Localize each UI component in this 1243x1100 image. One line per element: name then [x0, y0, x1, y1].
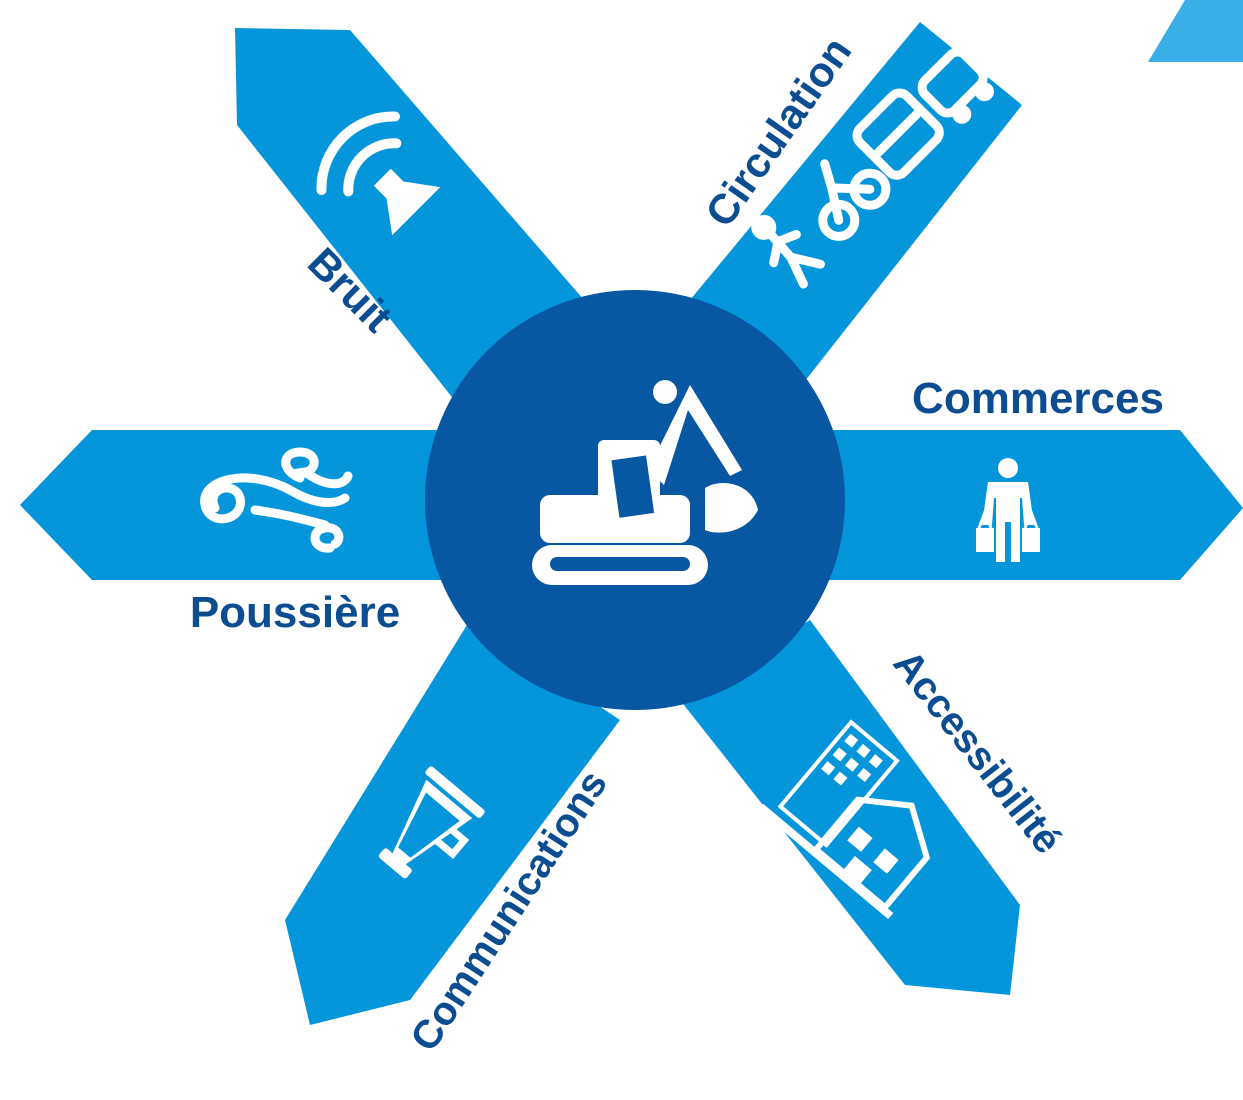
- speaker-sound-icon: [316, 111, 441, 236]
- arm-bruit: [235, 28, 610, 420]
- label-poussiere: Poussière: [190, 588, 400, 637]
- excavator-icon: [532, 380, 758, 585]
- traffic-icon: [751, 47, 994, 289]
- label-commerces: Commerces: [912, 374, 1164, 423]
- wind-dust-icon: [200, 447, 353, 553]
- arm-poussiere: [20, 430, 470, 580]
- buildings-icon: [757, 719, 931, 920]
- megaphone-icon: [378, 766, 485, 879]
- corner-accent: [1148, 0, 1243, 62]
- shopper-icon: [976, 458, 1040, 562]
